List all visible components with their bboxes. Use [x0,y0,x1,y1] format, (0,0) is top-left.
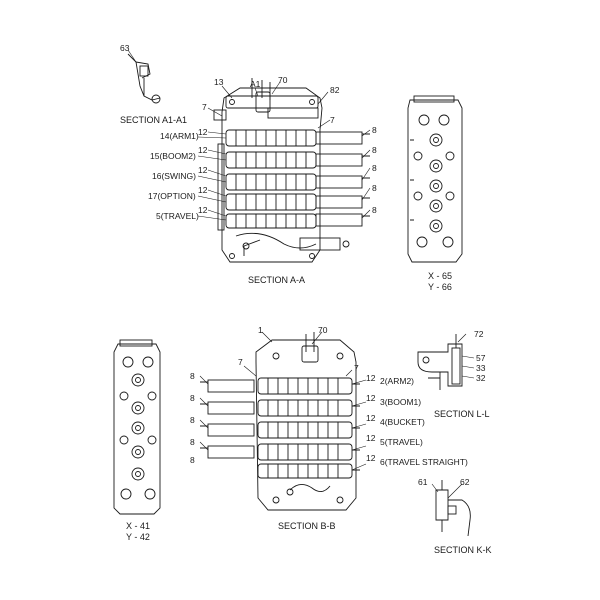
callout-8-h: 8 [190,415,195,425]
callout-72: 72 [474,329,484,339]
port-label-y42: Y - 42 [126,532,150,542]
callout-7-right-bottom: 7 [354,363,359,373]
section-a1-a1-title: SECTION A1-A1 [120,115,188,125]
side-view-x41-y42 [113,339,161,515]
callout-32: 32 [476,373,486,383]
callout-8-i: 8 [190,437,195,447]
callout-bucket: 4(BUCKET) [380,417,425,427]
callout-13: 13 [214,77,224,87]
section-k-k-title: SECTION K-K [434,545,492,555]
callout-70-bottom: 70 [318,325,328,335]
callout-12-b: 12 [198,145,208,155]
callout-12-a: 12 [198,127,208,137]
callout-12-c: 12 [198,165,208,175]
callout-33: 33 [476,363,486,373]
callout-7-left-bottom: 7 [238,357,243,367]
callout-boom1: 3(BOOM1) [380,397,422,407]
section-b-b-valve-body [200,332,360,511]
callout-8-c: 8 [372,163,377,173]
callout-1: 1 [258,325,263,335]
callout-travel-top: 5(TRAVEL) [156,211,199,221]
callout-7-right-top: 7 [330,115,335,125]
callout-12-f: 12 [366,373,376,383]
callout-7-left-top: 7 [202,102,207,112]
callout-8-d: 8 [372,183,377,193]
section-k-k-detail [435,480,471,537]
callout-travel-straight: 6(TRAVEL STRAIGHT) [380,457,468,467]
section-l-l-title: SECTION L-L [434,409,490,419]
callout-8-e: 8 [372,205,377,215]
callout-63: 63 [120,43,130,53]
section-a-a-valve-body [213,78,370,263]
section-b-b-title: SECTION B-B [278,521,336,531]
callout-swing: 16(SWING) [152,171,196,181]
port-label-x65: X - 65 [428,271,453,281]
callout-boom2: 15(BOOM2) [150,151,196,161]
callout-travel-bottom: 5(TRAVEL) [380,437,423,447]
callout-61: 61 [418,477,428,487]
callout-82: 82 [330,85,340,95]
callout-a1: A1 [250,79,261,89]
callout-12-g: 12 [366,393,376,403]
callout-12-i: 12 [366,433,376,443]
callout-option: 17(OPTION) [148,191,196,201]
section-a1-a1-detail [127,53,161,104]
side-view-x65-y66 [407,95,463,263]
leader-lines [127,49,475,499]
callout-12-d: 12 [198,185,208,195]
callout-70-top: 70 [278,75,288,85]
callout-arm1: 14(ARM1) [160,131,199,141]
callout-8-f: 8 [190,371,195,381]
port-label-x41: X - 41 [126,521,151,531]
section-l-l-detail [417,334,463,390]
port-label-y66: Y - 66 [428,282,452,292]
callout-62: 62 [460,477,470,487]
callout-8-a: 8 [372,125,377,135]
callout-8-g: 8 [190,393,195,403]
callout-8-b: 8 [372,145,377,155]
callout-8-j: 8 [190,455,195,465]
callout-12-e: 12 [198,205,208,215]
callout-arm2: 2(ARM2) [380,376,415,386]
callout-12-h: 12 [366,413,376,423]
section-a-a-title: SECTION A-A [248,275,306,285]
callout-12-j: 12 [366,453,376,463]
callout-57: 57 [476,353,486,363]
